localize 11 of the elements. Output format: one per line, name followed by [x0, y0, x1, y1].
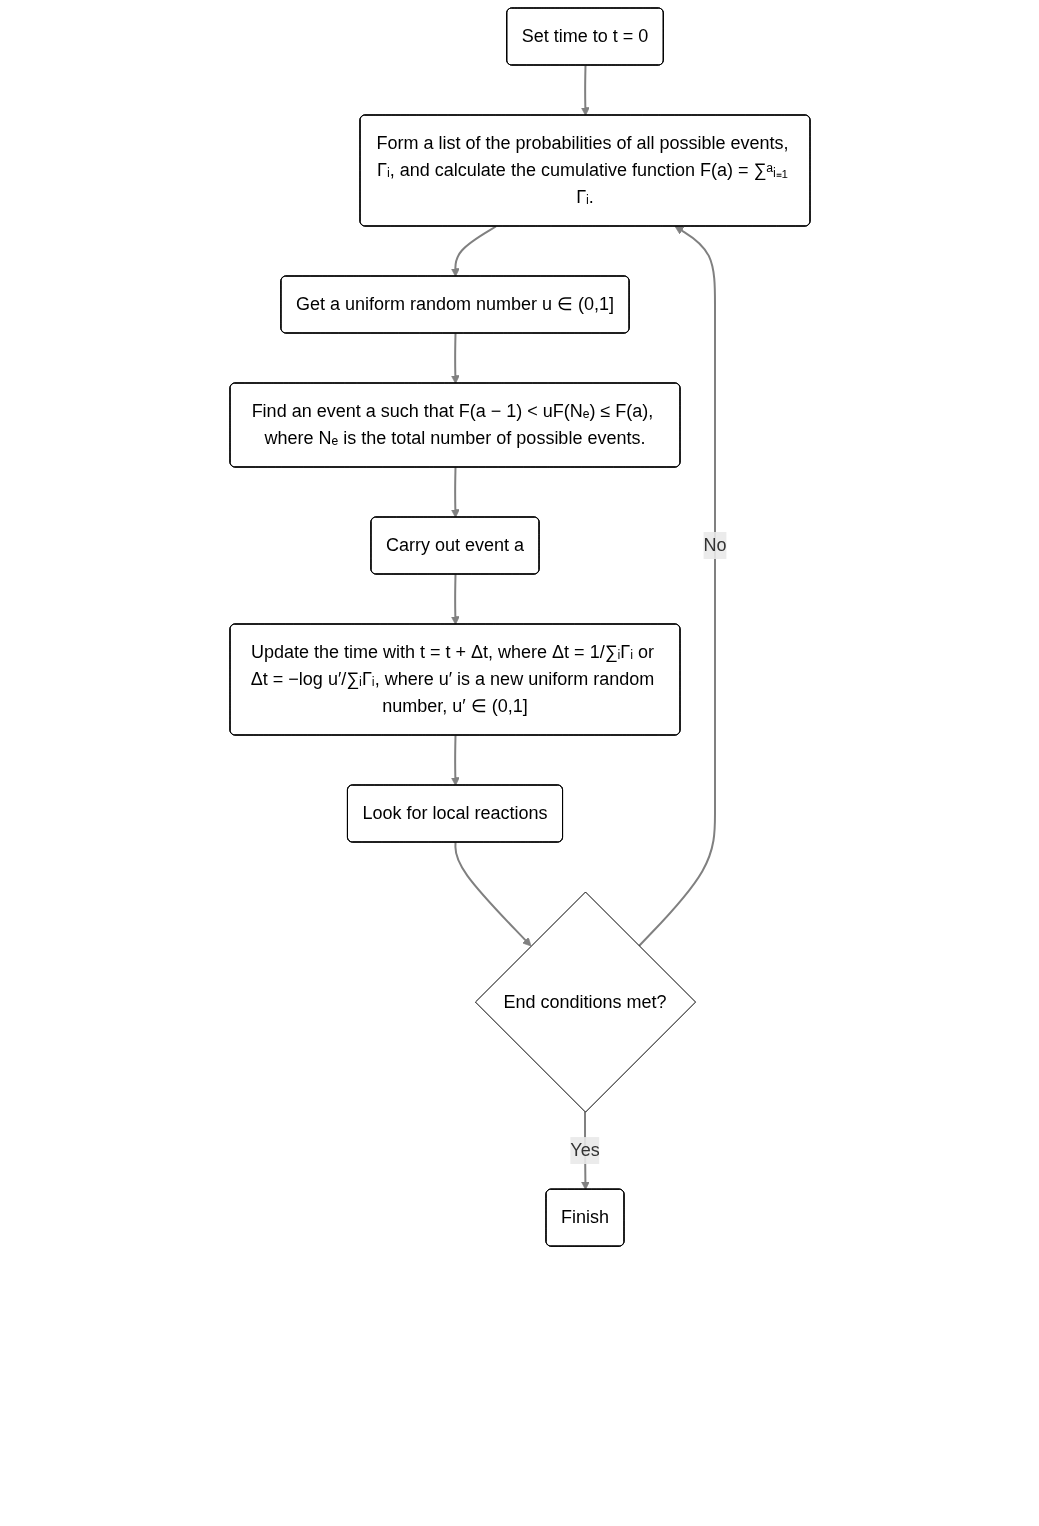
arrow — [450, 466, 460, 518]
arrow — [453, 841, 531, 947]
arrow — [450, 225, 497, 277]
arrow — [450, 573, 460, 625]
node-diamond: End conditions met? — [474, 891, 696, 1113]
arrow — [637, 226, 716, 947]
edge-label: Yes — [569, 1140, 600, 1161]
arrow — [450, 734, 460, 786]
arrow — [580, 64, 590, 116]
arrow — [450, 332, 460, 384]
edge-label: No — [702, 535, 727, 555]
